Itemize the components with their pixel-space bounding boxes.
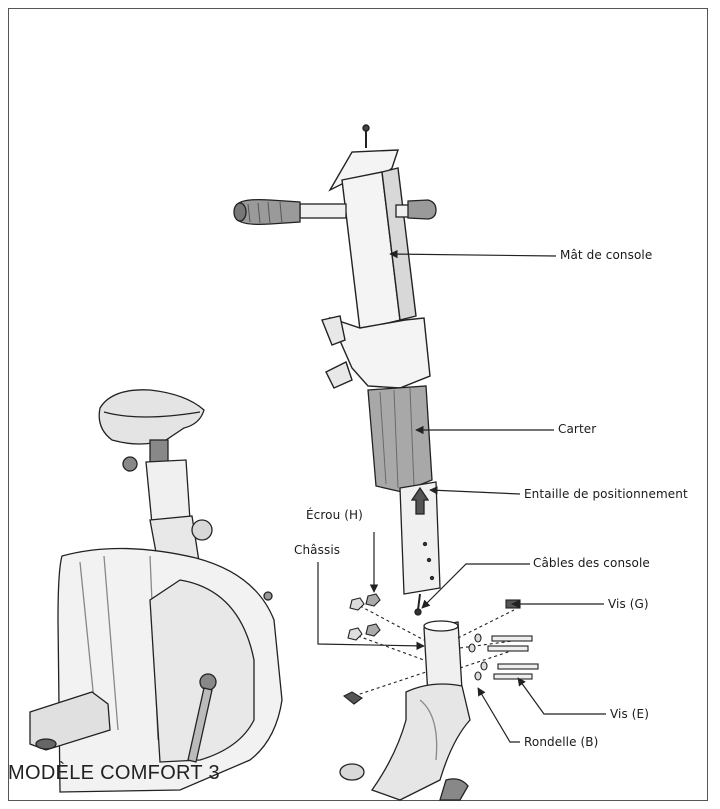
label-rondelle: Rondelle (B) <box>524 735 599 749</box>
label-carter: Carter <box>558 422 597 436</box>
label-chassis: Châssis <box>294 543 341 557</box>
label-vis-g: Vis (G) <box>608 597 649 611</box>
label-vis-e: Vis (E) <box>610 707 649 721</box>
leader-entaille <box>429 486 521 495</box>
leader-rondelle <box>477 687 520 743</box>
frame-post <box>339 620 471 801</box>
lower-tube <box>399 481 441 616</box>
fasteners <box>342 593 539 705</box>
label-entaille: Entaille de positionnement <box>524 487 688 501</box>
console-mast <box>321 124 431 389</box>
leader-vis-e <box>517 677 606 715</box>
bike-body <box>29 547 283 793</box>
leader-lines <box>317 249 606 743</box>
handlebars <box>233 198 437 226</box>
leader-chassis <box>317 562 425 651</box>
leader-mat-console <box>389 249 557 259</box>
label-ecrou: Écrou (H) <box>306 508 363 522</box>
leader-cables <box>421 563 530 609</box>
model-name: MODÈLE COMFORT 3 <box>8 762 220 784</box>
label-cables: Câbles des console <box>533 556 650 570</box>
label-mat-console: Mât de console <box>560 248 653 262</box>
carter-shroud <box>367 385 433 493</box>
bike-seat <box>98 389 213 575</box>
